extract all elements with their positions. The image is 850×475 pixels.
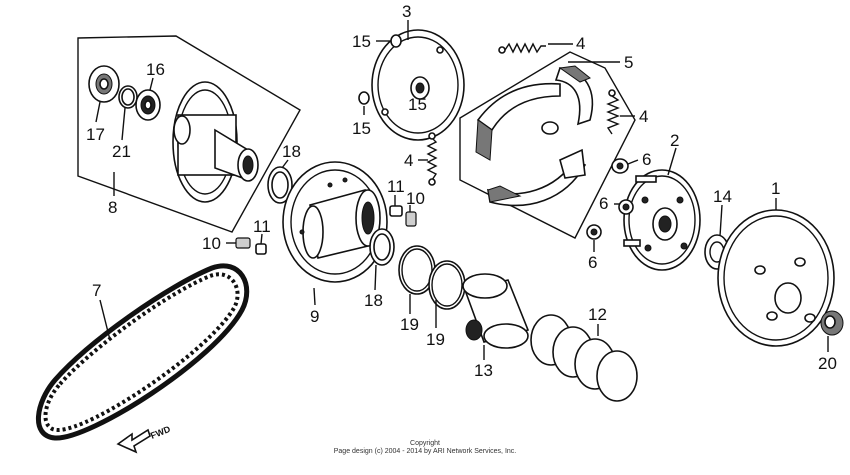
part-1-clutch-outer [717,209,835,347]
callout-8: 8 [108,198,117,217]
part-17-bearing [88,65,120,103]
callout-4: 4 [404,151,413,170]
copyright-text: Page design (c) 2004 - 2014 by ARI Netwo… [333,448,517,455]
callout-4: 4 [639,107,648,126]
callout-16: 16 [146,60,165,79]
callout-1: 1 [771,179,780,198]
part-4-spring-right [606,89,620,135]
copyright-title: Copyright [410,440,440,447]
part-5-clutch-shoes [475,65,594,207]
part-6-nut-a [611,158,629,174]
callout-4: 4 [576,34,585,53]
callout-15: 15 [352,32,371,51]
copyright-notice: Copyright Page design (c) 2004 - 2014 by… [0,440,850,456]
callout-3: 3 [402,2,411,21]
part-3-clutch-plate [371,29,465,141]
callout-9: 9 [310,307,319,326]
part-16-seal [135,89,161,121]
callout-15: 15 [408,95,427,114]
part-2-drive-plate [623,169,701,271]
callout-19: 19 [426,330,445,349]
part-21-ring [118,85,138,109]
callout-18: 18 [364,291,383,310]
callout-6: 6 [599,194,608,213]
part-13-collar [462,273,530,349]
part-20-nut [820,310,844,336]
callout-12: 12 [588,305,607,324]
part-10-bolt-lower [235,237,251,249]
callout-11: 11 [387,177,405,196]
part-15-screw-top [390,34,402,48]
callout-5: 5 [624,53,633,72]
callout-20: 20 [818,354,837,373]
part-10-bolt-upper [405,211,417,227]
part-18-ring-upper [267,166,293,204]
part-19-o-ring-b [428,260,466,310]
part-8-movable-drive-face [172,81,259,203]
callout-6: 6 [588,253,597,272]
callout-10: 10 [202,234,221,253]
callout-19: 19 [400,315,419,334]
leader-lines [95,20,829,360]
part-18-ring-lower [369,228,395,266]
callout-7: 7 [92,281,101,300]
part-11-nut-upper [389,205,403,217]
callout-11: 11 [253,217,271,236]
assembly-5-outline [459,51,636,239]
part-12-drive-spring [530,314,638,402]
callout-14: 14 [713,187,732,206]
part-4-spring-top [498,42,546,54]
callout-21: 21 [112,142,131,161]
callout-2: 2 [670,131,679,150]
part-15-screw-left [358,91,370,105]
part-9-fixed-drive-face [282,161,388,283]
part-7-drive-belt [36,263,250,441]
part-11-nut-lower [255,243,267,255]
callout-labels: 3 15 15 15 4 5 4 4 16 17 21 18 8 2 6 6 6… [86,2,837,380]
part-4-spring-vertical [426,132,438,186]
assembly-8-outline [77,35,301,233]
callout-18: 18 [282,142,301,161]
fwd-label: FWD [149,424,172,441]
part-6-nut-c [586,224,602,240]
callout-15: 15 [352,119,371,138]
callout-13: 13 [474,361,493,380]
part-6-nut-b [618,199,634,215]
callout-6: 6 [642,150,651,169]
callout-10: 10 [406,189,425,208]
callout-17: 17 [86,125,105,144]
